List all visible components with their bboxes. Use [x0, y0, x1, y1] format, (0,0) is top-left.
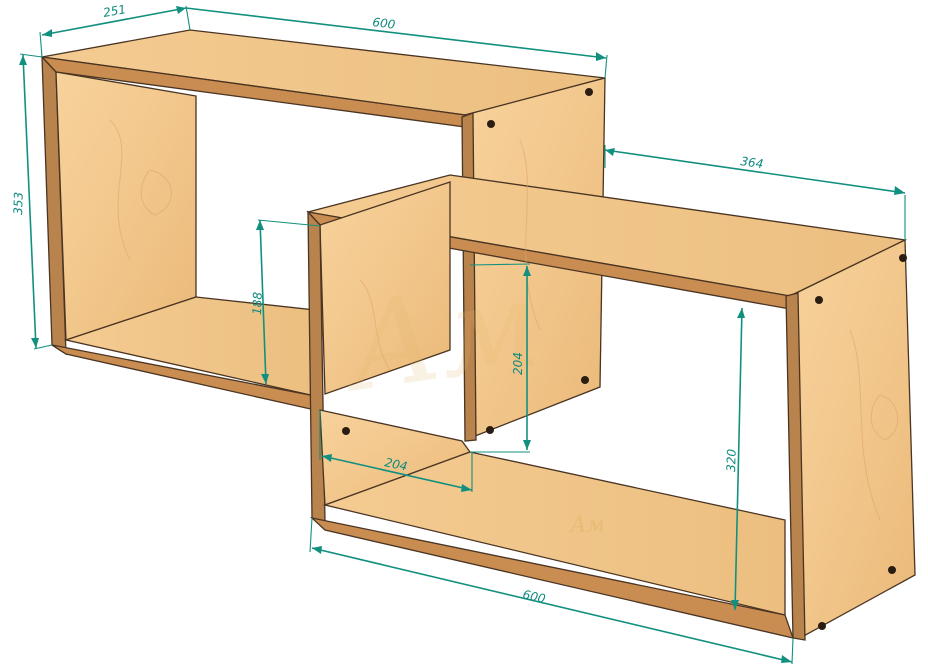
hole	[899, 254, 907, 262]
lower-right-edge	[785, 292, 806, 641]
lower-bottom-panel	[322, 451, 786, 616]
dim-inner-height-right-label: 320	[724, 448, 739, 472]
hole	[342, 427, 350, 435]
dim-bottom-width-label: 600	[521, 587, 547, 606]
hole	[487, 120, 495, 128]
mounting-holes	[342, 88, 907, 630]
lower-box	[306, 174, 916, 641]
hole	[818, 622, 826, 630]
dim-inner-height-left-label: 188	[250, 291, 265, 315]
hole	[815, 296, 823, 304]
dim-inner-width-mid-label: 204	[383, 455, 408, 473]
wood-grain	[109, 119, 899, 521]
dim-offset-label: 364	[740, 154, 765, 171]
dim-left-height-label: 353	[11, 192, 26, 215]
dim-top-width-label: 600	[372, 15, 397, 32]
watermark-small: Ам	[568, 513, 605, 538]
watermark-large: Ам	[332, 255, 548, 420]
hole	[585, 88, 593, 96]
dim-depth-label: 251	[102, 2, 127, 20]
middle-divider	[319, 181, 451, 395]
upper-left-inner	[55, 71, 197, 341]
dim-inner-height-mid-label: 204	[511, 352, 525, 375]
hole	[888, 566, 896, 574]
arrowheads	[19, 6, 905, 663]
dimension-lines	[19, 5, 906, 665]
lower-right-side	[789, 238, 916, 640]
dimension-labels: 251 600 353 364 188 204 204 320 600	[11, 2, 764, 606]
hole	[486, 426, 494, 434]
hole	[581, 376, 589, 384]
